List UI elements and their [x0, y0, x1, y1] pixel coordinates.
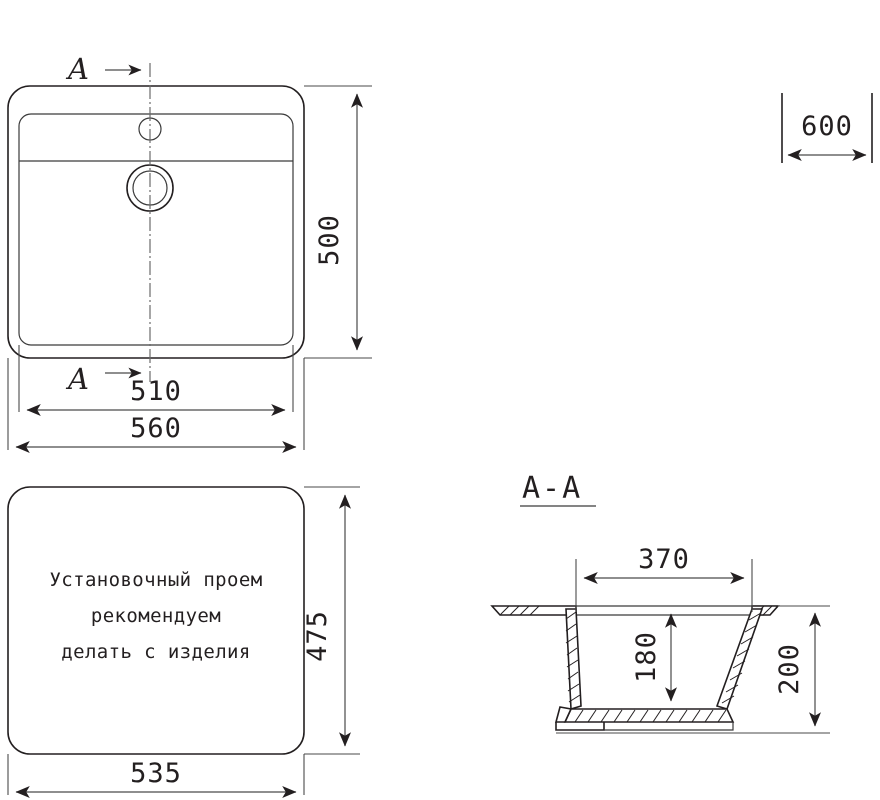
- cutout-note-line-3: делать с изделия: [61, 641, 250, 663]
- dim-value-370: 370: [638, 544, 690, 575]
- section-bottom-wall-hatch: [574, 709, 727, 723]
- cabinet-width-group: 600: [781, 93, 873, 163]
- dim-value-200: 200: [774, 643, 805, 695]
- top-view-group: A A 500 510 560: [7, 52, 372, 453]
- section-marker-a-bottom: A: [65, 362, 142, 396]
- section-left-foot: [554, 706, 573, 723]
- section-letter-a-bottom: A: [65, 362, 89, 396]
- section-base-line: [604, 722, 734, 731]
- cutout-view-group: Установочный проем рекомендуем делать с …: [7, 486, 360, 798]
- dim-value-180: 180: [631, 631, 662, 683]
- dim-value-600: 600: [801, 111, 853, 142]
- dim-value-510: 510: [130, 376, 182, 407]
- cutout-outline: [7, 486, 305, 755]
- section-letter-a-top: A: [65, 52, 89, 86]
- section-bottom-wall: [563, 708, 735, 723]
- section-right-wall: [715, 608, 764, 710]
- section-left-wall: [565, 608, 582, 711]
- sink-inner-bowl: [18, 113, 294, 346]
- dim-value-535: 535: [130, 758, 182, 789]
- dim-value-475: 475: [302, 610, 333, 662]
- cutout-note-line-2: рекомендуем: [91, 605, 221, 627]
- cutout-note-line-1: Установочный проем: [49, 569, 262, 591]
- section-marker-a-top: A: [65, 52, 142, 86]
- section-right-wall-hatch: [721, 612, 762, 704]
- section-view-group: A-A: [490, 471, 830, 734]
- dim-value-500: 500: [314, 214, 345, 266]
- section-title-label: A-A: [522, 471, 582, 506]
- section-left-flange-hatch: [499, 605, 540, 616]
- section-left-wall-hatch: [565, 611, 581, 703]
- dim-value-560: 560: [130, 413, 182, 444]
- sink-outer-rim: [7, 85, 305, 359]
- section-base-skirt: [555, 722, 605, 731]
